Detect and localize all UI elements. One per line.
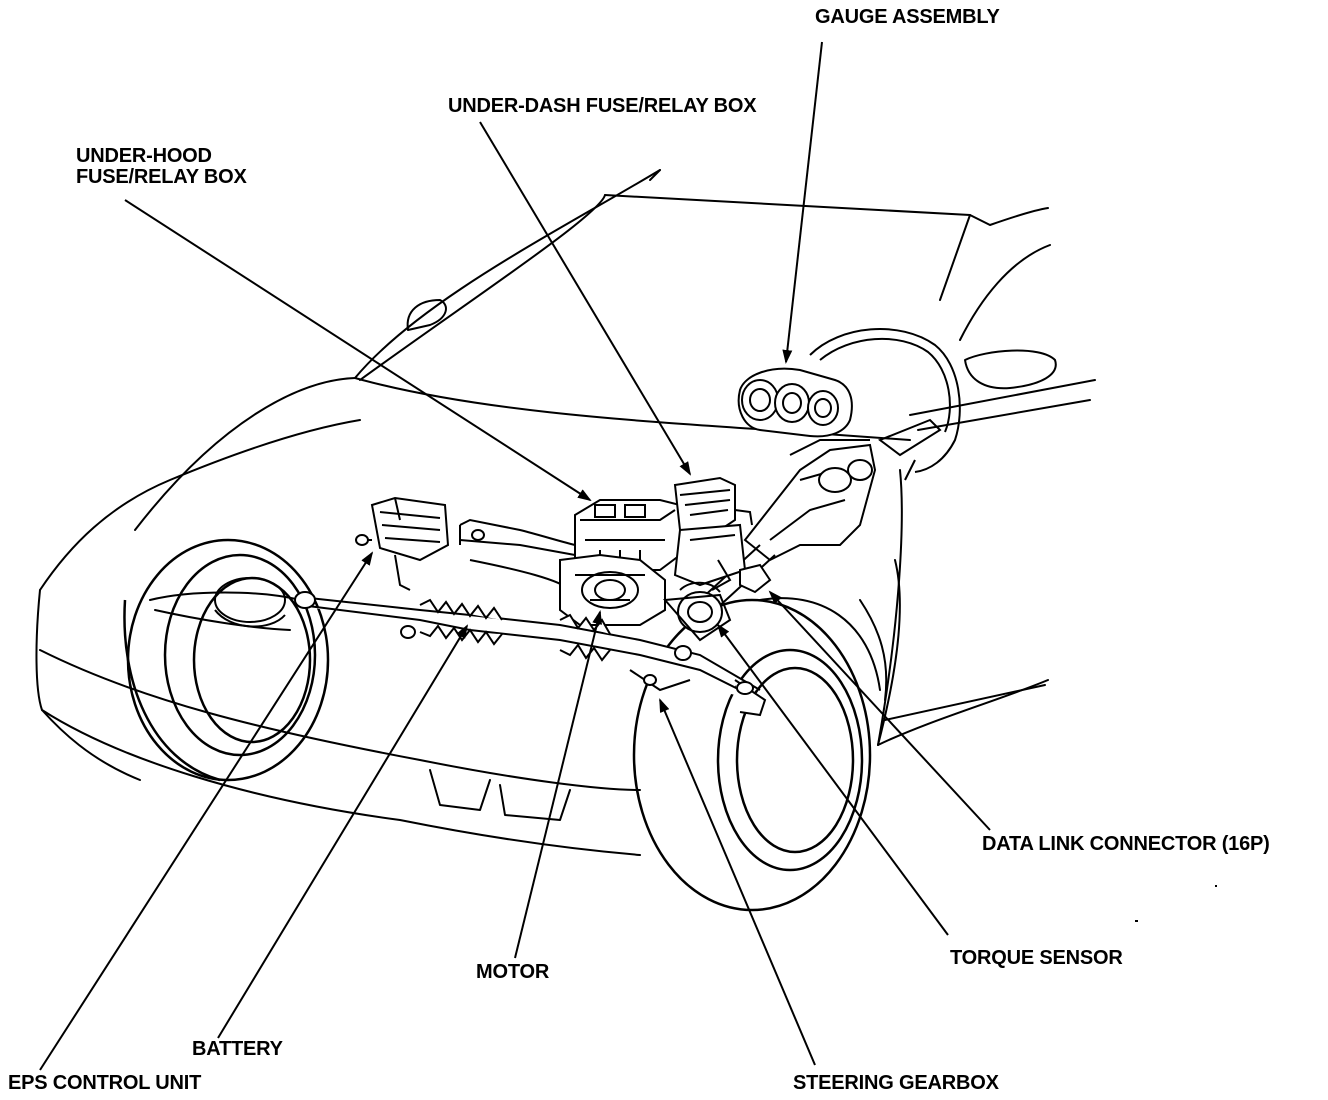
car-body	[35, 169, 1096, 856]
front-right-wheel	[632, 598, 872, 912]
gauge-assembly	[737, 367, 853, 438]
leader-torque-sensor	[716, 623, 949, 936]
label-under-dash-fuse-relay-box: UNDER-DASH FUSE/RELAY BOX	[448, 95, 757, 117]
leader-under-hood-fuse-relay-box	[124, 199, 592, 502]
leader-battery	[217, 624, 469, 1039]
label-steering-gearbox: STEERING GEARBOX	[793, 1072, 999, 1094]
label-data-link-connector: DATA LINK CONNECTOR (16P)	[982, 833, 1270, 855]
label-gauge-assembly: GAUGE ASSEMBLY	[815, 6, 1000, 28]
eps-control-unit	[355, 496, 450, 591]
leader-data-link-connector	[768, 590, 991, 831]
label-eps-control-unit: EPS CONTROL UNIT	[8, 1072, 202, 1094]
headlight	[214, 577, 286, 628]
leader-under-dash-fuse-relay-box	[479, 121, 692, 476]
brake-booster	[673, 523, 747, 587]
specks	[1135, 885, 1217, 922]
under-dash-fuse-relay-box	[673, 476, 753, 531]
leader-eps-control-unit	[39, 551, 374, 1071]
leader-steering-gearbox	[659, 698, 816, 1066]
firewall-bracket	[459, 518, 576, 591]
steering-wheel	[809, 328, 961, 481]
front-left-wheel	[123, 538, 330, 782]
label-battery: BATTERY	[192, 1038, 283, 1060]
data-link-connector	[739, 563, 772, 594]
motor	[559, 553, 666, 626]
label-motor: MOTOR	[476, 961, 550, 983]
leader-motor	[514, 610, 602, 959]
under-hood-fuse-relay-box	[574, 499, 681, 571]
label-under-hood-line2: FUSE/RELAY BOX	[76, 166, 247, 188]
label-under-hood-line1: UNDER-HOOD	[76, 145, 212, 167]
leader-gauge-assembly	[782, 41, 823, 364]
torque-sensor	[679, 559, 732, 593]
label-torque-sensor: TORQUE SENSOR	[950, 947, 1123, 969]
leader-lines	[39, 41, 991, 1071]
steering-gearbox	[294, 591, 767, 717]
